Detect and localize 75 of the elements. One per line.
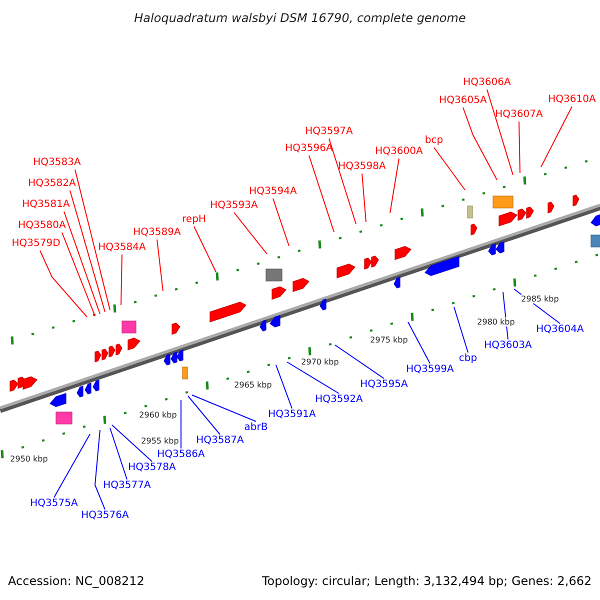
leader-line (308, 155, 334, 232)
leader-line (112, 424, 152, 462)
scale-label: 2965 kbp (234, 380, 272, 390)
leader-line (434, 147, 466, 190)
gene-label: HQ3581A (22, 199, 70, 211)
leader-line (518, 121, 520, 174)
leader-line (74, 169, 110, 310)
gene-label: HQ3607A (495, 109, 543, 121)
scale-label: 2985 kbp (521, 294, 559, 304)
gene-label: HQ3584A (98, 242, 146, 254)
footer-text: Accession: NC_008212 (8, 575, 144, 587)
leader-line (334, 344, 384, 379)
leader-line (486, 89, 514, 176)
leader-line (62, 232, 96, 316)
leader-line (194, 226, 216, 272)
leader-line (40, 250, 88, 318)
gene-label: HQ3597A (305, 126, 353, 138)
leader-line (156, 239, 164, 292)
gene-label: HQ3606A (463, 77, 511, 89)
gene-label: HQ3586A (157, 449, 205, 461)
gene-label: HQ3599A (406, 364, 454, 376)
leader-line (234, 212, 268, 254)
title: Haloquadratum walsbyi DSM 16790, complete genome (134, 12, 466, 24)
scale-label: 2955 kbp (141, 436, 179, 446)
gene-label: HQ3593A (210, 200, 258, 212)
leader-line (188, 396, 220, 435)
gene-label: repH (182, 214, 206, 226)
gene-label: HQ3576A (81, 510, 129, 522)
gene-label: HQ3605A (439, 95, 487, 107)
leader-line (70, 190, 106, 312)
leader-line (540, 106, 572, 168)
leader-line (180, 400, 182, 449)
gene-label: HQ3577A (103, 480, 151, 492)
gene-label: HQ3583A (33, 157, 81, 169)
leader-line (462, 107, 498, 180)
leader-line (362, 173, 366, 222)
scale-label: 2975 kbp (370, 336, 408, 344)
leader-line (110, 428, 128, 480)
leader-line (276, 364, 292, 409)
leader-line (408, 322, 430, 364)
gene-label: HQ3589A (133, 227, 181, 239)
scale-label: 2970 kbp (301, 358, 339, 366)
leader-line (390, 158, 400, 214)
gene-label: HQ3610A (548, 94, 596, 106)
gene-label: bcp (424, 135, 444, 147)
scale-label: 2960 kbp (139, 410, 177, 420)
gene-label: HQ3595A (360, 379, 408, 391)
gene-label: HQ3580A (18, 220, 66, 232)
gene-label: HQ3591A (268, 409, 316, 421)
gene-label: HQ3603A (484, 340, 532, 352)
gene-label: HQ3598A (338, 161, 386, 173)
gene-label: HQ3578A (128, 462, 176, 474)
leader-line (120, 254, 122, 306)
gene-label: HQ3582A (28, 178, 76, 190)
gene-label: HQ3587A (196, 435, 244, 447)
leader-line (328, 138, 356, 224)
gene-label: abrB (244, 422, 268, 434)
leader-line (286, 362, 340, 394)
leader-line (94, 430, 106, 510)
gene-label: HQ3594A (249, 186, 297, 198)
gene-label: HQ3604A (536, 324, 584, 336)
leader-line (272, 198, 290, 246)
leader-line (54, 434, 90, 498)
footer-text: Topology: circular; Length: 3,132,494 bp; Genes: 2,662 (262, 575, 592, 587)
scale-label: 2950 kbp (10, 454, 48, 464)
scale-label: 2980 kbp (477, 318, 515, 326)
leader-line (454, 306, 468, 353)
leader-line (192, 394, 256, 422)
gene-label: HQ3600A (375, 146, 423, 158)
gene-label: HQ3592A (315, 394, 363, 406)
gene-label: cbp (458, 353, 478, 365)
leader-line (64, 211, 100, 314)
gene-label: HQ3579D (12, 238, 60, 250)
gene-label: HQ3575A (30, 498, 78, 510)
gene-label: HQ3596A (285, 143, 333, 155)
